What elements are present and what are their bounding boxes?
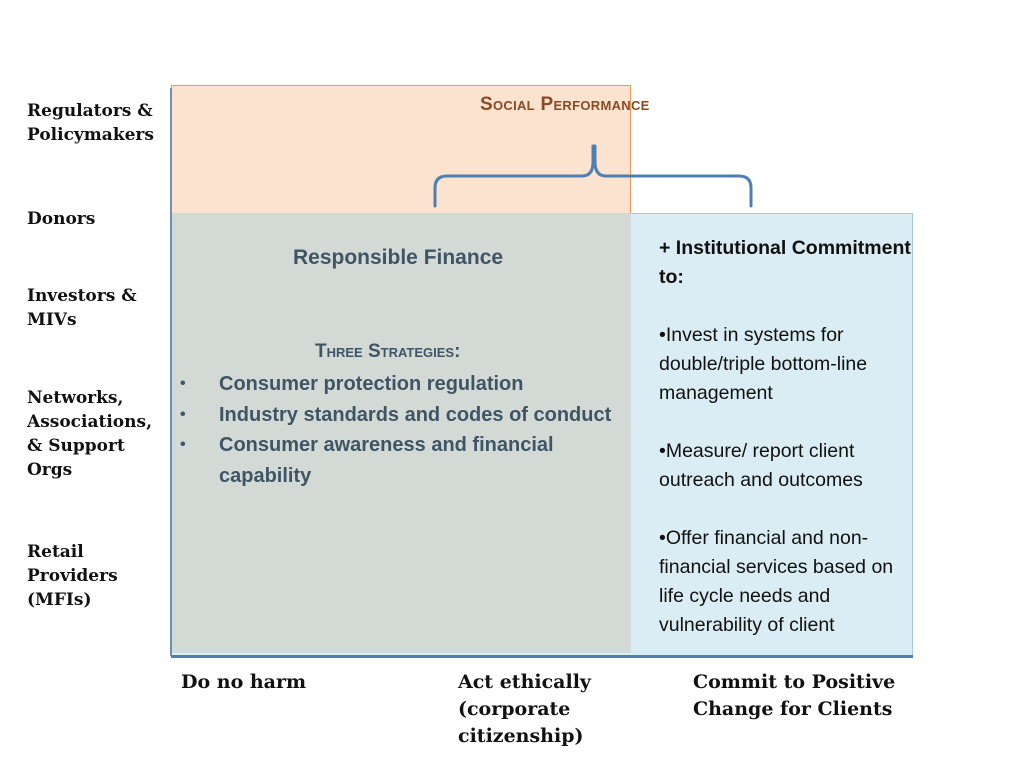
responsible-finance-title: Responsible Finance <box>293 246 504 269</box>
institutional-commitment-block: + Institutional Commitment to: •Invest i… <box>659 234 915 640</box>
vertical-axis <box>170 88 172 656</box>
responsible-finance-region <box>171 213 631 653</box>
column-label-do-no-harm: Do no harm <box>181 671 307 693</box>
commitment-item: •Measure/ report client outreach and out… <box>659 440 863 491</box>
strategy-text: Consumer protection regulation <box>219 373 524 395</box>
strategies-heading: Three Strategies: <box>315 341 461 362</box>
row-label-networks: Networks, Associations, & Support Orgs <box>27 388 152 480</box>
row-label-donors: Donors <box>27 209 96 229</box>
bullet-icon: • <box>180 436 186 453</box>
row-label-regulators: Regulators & Policymakers <box>27 101 154 145</box>
curly-brace-icon <box>433 144 753 208</box>
strategy-list: • Consumer protection regulation • Industr… <box>180 369 620 491</box>
commitment-heading: + Institutional Commitment to: <box>659 237 911 288</box>
column-label-act-ethically: Act ethically (corporate citizenship) <box>458 671 591 747</box>
strategy-item: • Industry standards and codes of conduct <box>180 400 620 431</box>
bullet-icon: • <box>180 375 186 392</box>
brace-path <box>433 144 753 208</box>
row-label-retail-providers: Retail Providers (MFIs) <box>27 542 118 610</box>
column-label-commit-positive-change: Commit to Positive Change for Clients <box>693 671 896 720</box>
row-label-investors: Investors & MIVs <box>27 286 137 330</box>
strategy-item: • Consumer protection regulation <box>180 369 620 400</box>
commitment-item: •Offer financial and non-financial servi… <box>659 527 894 636</box>
strategy-item: • Consumer awareness and financial capabi… <box>180 430 620 491</box>
strategy-text: Consumer awareness and financial capabil… <box>219 434 554 487</box>
bullet-icon: • <box>180 405 186 423</box>
horizontal-axis <box>171 655 913 658</box>
strategy-text: Industry standards and codes of conduct <box>219 403 612 426</box>
social-performance-title: Social Performance <box>480 94 650 115</box>
commitment-item: •Invest in systems for double/triple bot… <box>659 324 868 404</box>
